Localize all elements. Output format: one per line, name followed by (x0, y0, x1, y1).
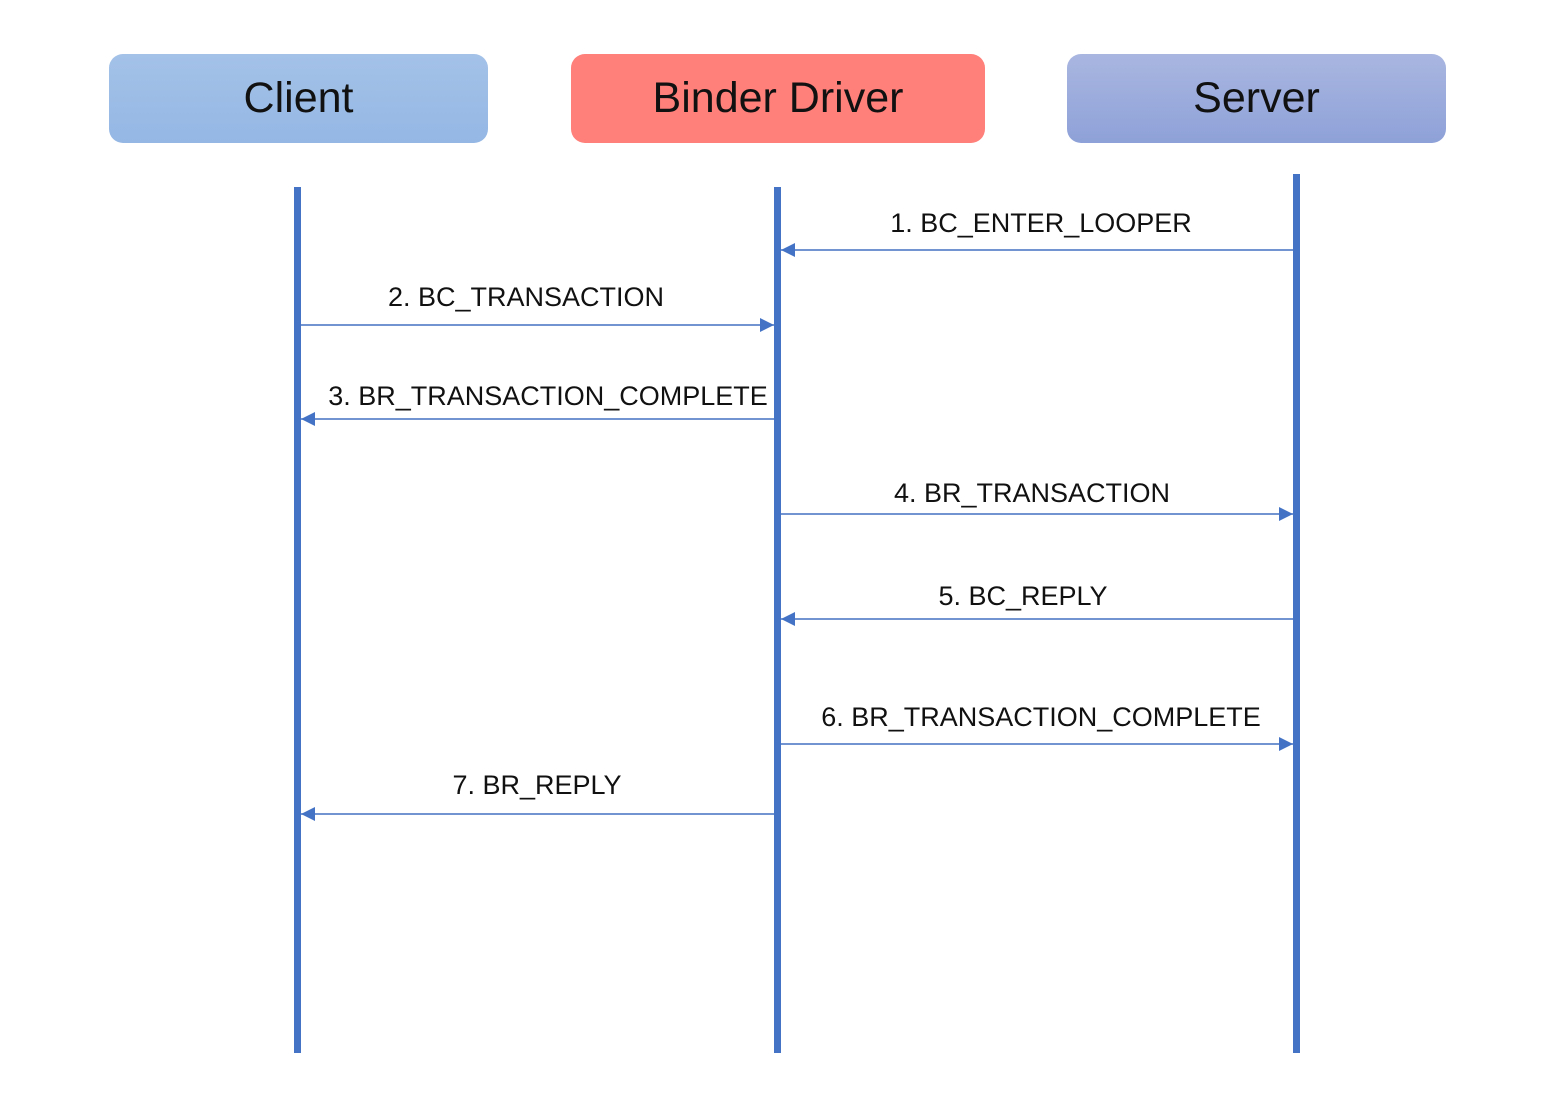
message-label-3: 3. BR_TRANSACTION_COMPLETE (328, 381, 768, 411)
participant-client-label: Client (243, 74, 354, 122)
lifeline-binder-driver (774, 187, 781, 1053)
lifeline-server (1293, 174, 1300, 1053)
message-label-2: 2. BC_TRANSACTION (387, 282, 665, 312)
message-label-5: 5. BC_REPLY (938, 581, 1108, 611)
message-label-6: 6. BR_TRANSACTION_COMPLETE (821, 702, 1261, 732)
message-label-4: 4. BR_TRANSACTION (893, 478, 1171, 508)
participant-client: Client (109, 54, 488, 143)
participant-binder-driver: Binder Driver (571, 54, 985, 143)
lifeline-client (294, 187, 301, 1053)
participant-server-label: Server (1193, 74, 1320, 122)
participant-binder-driver-label: Binder Driver (652, 74, 904, 122)
participant-server: Server (1067, 54, 1446, 143)
message-label-7: 7. BR_REPLY (452, 770, 622, 800)
message-label-1: 1. BC_ENTER_LOOPER (890, 208, 1192, 238)
